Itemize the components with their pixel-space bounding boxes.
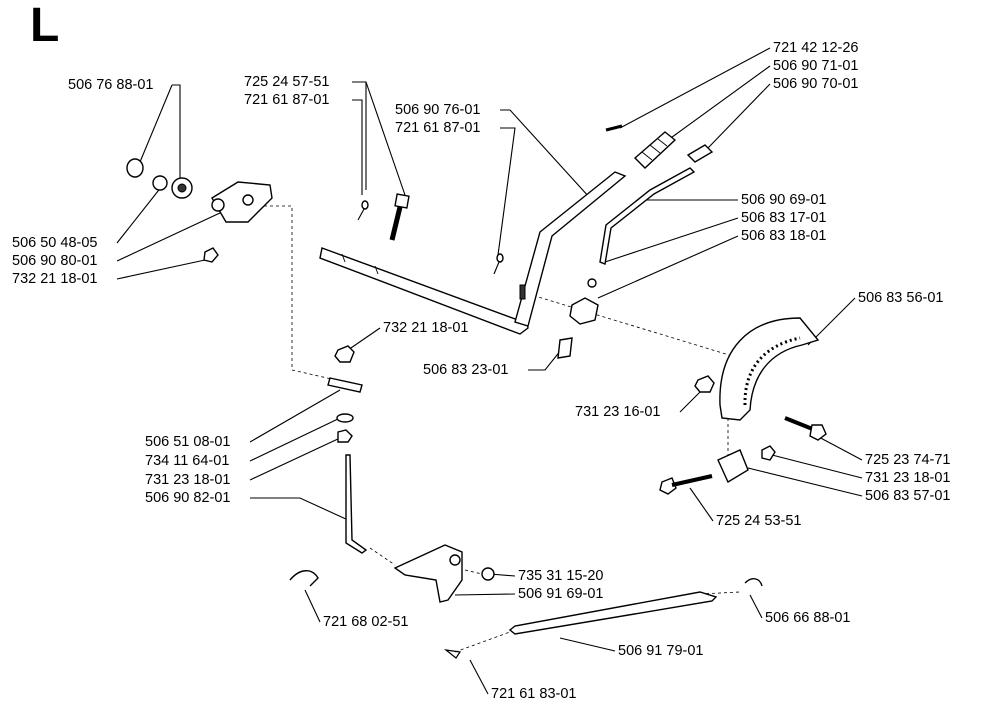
pin-721-61-83 bbox=[443, 649, 462, 659]
callout-731-23-18-01-right: 731 23 18-01 bbox=[865, 470, 951, 486]
clip-506-66-88 bbox=[744, 578, 763, 587]
nut-732-21-18-center bbox=[334, 345, 355, 363]
callout-721-61-83-01: 721 61 83-01 bbox=[491, 686, 577, 702]
callout-506-83-57-01: 506 83 57-01 bbox=[865, 488, 951, 504]
link-rod-506-90-82 bbox=[345, 454, 368, 554]
callout-725-24-57-51: 725 24 57-51 bbox=[244, 74, 330, 90]
callout-506-90-76-01: 506 90 76-01 bbox=[395, 102, 481, 118]
pawl-block bbox=[557, 278, 599, 359]
bolt-725-23-74 bbox=[784, 416, 827, 441]
callout-721-61-87-01: 721 61 87-01 bbox=[244, 92, 330, 108]
callout-506-83-18-01: 506 83 18-01 bbox=[741, 228, 827, 244]
bushing-735-31-15 bbox=[481, 567, 495, 581]
callout-506-90-71-01: 506 90 71-01 bbox=[773, 58, 859, 74]
callout-506-50-48-05: 506 50 48-05 bbox=[12, 235, 98, 251]
callout-506-90-70-01: 506 90 70-01 bbox=[773, 76, 859, 92]
pivot-bracket bbox=[211, 181, 273, 223]
callout-721-68-02-51: 721 68 02-51 bbox=[323, 614, 409, 630]
nut-left bbox=[203, 247, 219, 263]
callout-506-83-23-01: 506 83 23-01 bbox=[423, 362, 509, 378]
callout-725-23-74-71: 725 23 74-71 bbox=[865, 452, 951, 468]
nut-731-23-16 bbox=[694, 375, 715, 393]
callout-732-21-18-01-center: 732 21 18-01 bbox=[383, 320, 469, 336]
long-rod-506-91-79 bbox=[508, 591, 718, 635]
callout-506-90-82-01: 506 90 82-01 bbox=[145, 490, 231, 506]
handle-grip bbox=[633, 131, 677, 169]
section-letter: L bbox=[30, 0, 60, 52]
callout-506-83-17-01: 506 83 17-01 bbox=[741, 210, 827, 226]
bellcrank bbox=[393, 544, 463, 603]
callout-506-66-88-01: 506 66 88-01 bbox=[765, 610, 851, 626]
pin-506-51-08 bbox=[327, 377, 363, 393]
callout-506-90-80-01: 506 90 80-01 bbox=[12, 253, 98, 269]
callout-506-76-88-01: 506 76 88-01 bbox=[68, 77, 154, 93]
callout-506-51-08-01: 506 51 08-01 bbox=[145, 434, 231, 450]
clamp-block bbox=[717, 445, 776, 484]
bushings bbox=[126, 158, 193, 199]
callout-725-24-53-51: 725 24 53-51 bbox=[716, 513, 802, 529]
callout-506-91-69-01: 506 91 69-01 bbox=[518, 586, 604, 602]
lift-lever bbox=[514, 171, 627, 327]
callout-731-23-16-01: 731 23 16-01 bbox=[575, 404, 661, 420]
spring-pin bbox=[605, 124, 623, 132]
callout-506-91-79-01: 506 91 79-01 bbox=[618, 643, 704, 659]
clip-721-68-02 bbox=[289, 570, 319, 587]
callout-506-83-56-01: 506 83 56-01 bbox=[858, 290, 944, 306]
pin-721-61-87 bbox=[357, 200, 504, 275]
callout-731-23-18-01-left: 731 23 18-01 bbox=[145, 472, 231, 488]
knob-rod bbox=[599, 144, 714, 265]
bolt-725-24-57 bbox=[389, 193, 410, 241]
callout-732-21-18-01-left: 732 21 18-01 bbox=[12, 271, 98, 287]
callout-506-90-69-01: 506 90 69-01 bbox=[741, 192, 827, 208]
callout-721-42-12-26: 721 42 12-26 bbox=[773, 40, 859, 56]
washer-and-nut bbox=[336, 413, 354, 443]
leader-lines bbox=[116, 47, 863, 695]
callout-721-61-87-01-b: 721 61 87-01 bbox=[395, 120, 481, 136]
callout-735-31-15-20: 735 31 15-20 bbox=[518, 568, 604, 584]
callout-734-11-64-01: 734 11 64-01 bbox=[145, 453, 230, 469]
bolt-725-24-53 bbox=[659, 474, 713, 495]
quadrant-plate bbox=[719, 317, 820, 421]
